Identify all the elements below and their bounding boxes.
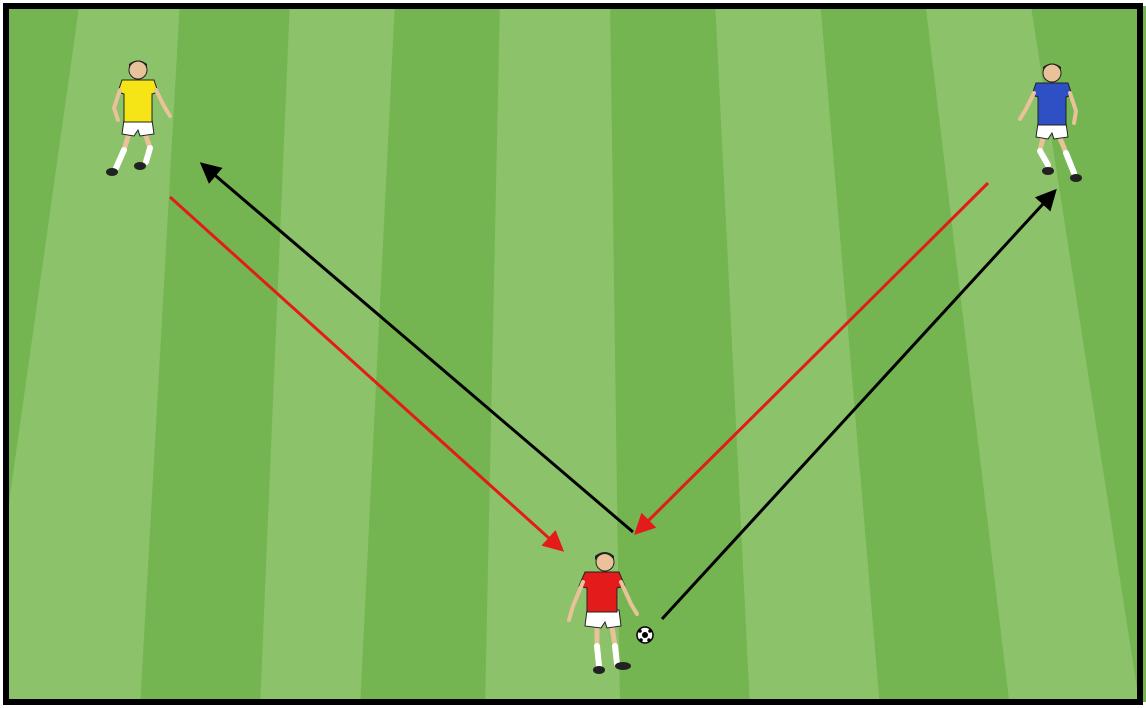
soccer-ball-icon (637, 627, 653, 643)
